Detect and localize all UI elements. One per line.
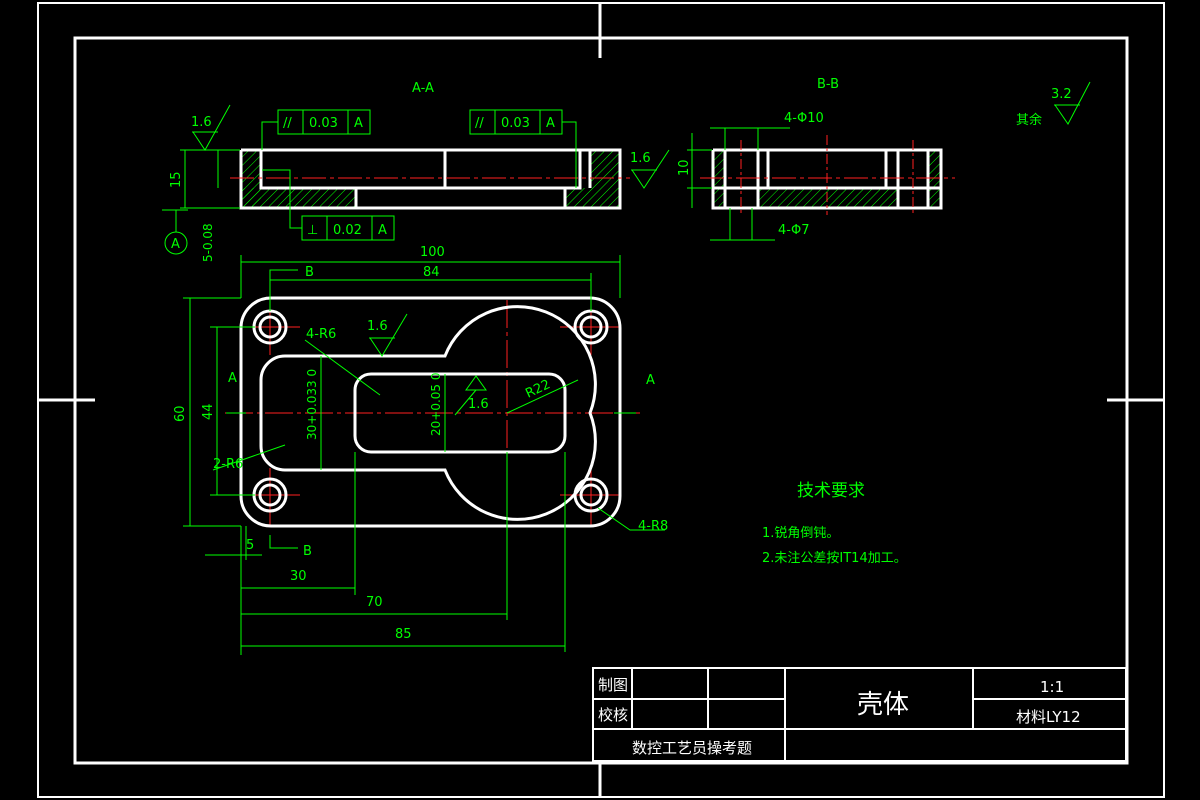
hatch-bb-mid [758, 188, 898, 208]
tb-drawn-label: 制图 [598, 676, 628, 694]
perp-leader [262, 169, 302, 229]
hole-br-outer [573, 477, 609, 513]
section-mark-b-top [269, 269, 298, 282]
leader-r22 [506, 379, 579, 414]
section-bb-label: B-B [817, 77, 839, 92]
dim-bb-height-text: 10 [677, 159, 692, 176]
leader-4r8 [597, 507, 665, 531]
plan-pocket-outline [259, 305, 597, 521]
perp-symbol: ⊥ [307, 223, 318, 238]
hatch-aa-right [590, 150, 620, 208]
dim-aa-height-text: 15 [169, 171, 184, 188]
section-view-bb: B-B 4-Φ10 4-Φ7 10 [677, 77, 955, 241]
tolerance-frame-parallel-left: // 0.03 A [261, 109, 371, 150]
tb-scale: 1:1 [1040, 678, 1064, 696]
dim-84-text: 84 [423, 265, 440, 280]
parallel-right-symbol: // [475, 116, 484, 131]
section-aa-pocket [259, 150, 582, 190]
title-block-frame [592, 667, 1127, 762]
section-mark-b-bottom-text: B [303, 544, 312, 559]
notes-line-2: 2.未注公差按IT14加工。 [762, 551, 907, 566]
datum-circle [164, 231, 188, 255]
hole-br-inner [579, 483, 603, 507]
plan-view: 100 84 60 44 30+0.033 0 20+0.05 0 4-R6 2… [173, 245, 668, 655]
notes-title: 技术要求 [797, 481, 865, 501]
roughness-general-value: 3.2 [1051, 87, 1072, 102]
technical-notes: 技术要求 1.锐角倒钝。 2.未注公差按IT14加工。 [762, 481, 907, 566]
roughness-aa-top-value: 1.6 [191, 115, 212, 130]
dim-r22-text: R22 [523, 377, 553, 401]
roughness-general-symbol [1054, 81, 1091, 125]
hatch-bb-left [713, 150, 725, 208]
parallel-right-leader [562, 121, 577, 188]
dim-30-text: 30 [290, 569, 307, 584]
roughness-general: 3.2 其余 [1016, 81, 1091, 128]
section-mark-a-left-text: A [228, 371, 237, 386]
dim-bb-bottom-text: 4-Φ7 [778, 223, 809, 238]
dim-bb-top-text: 4-Φ10 [784, 111, 824, 126]
roughness-general-label: 其余 [1016, 112, 1042, 128]
datum-label: A [171, 237, 180, 252]
hole-tr-inner [579, 315, 603, 339]
leader-4r6 [304, 339, 381, 396]
dim-60-text: 60 [173, 405, 188, 422]
sheet-frame [37, 2, 1165, 798]
tb-checked-label: 校核 [598, 706, 628, 724]
roughness-plan-top-value: 1.6 [367, 319, 388, 334]
parallel-right-value: 0.03 [501, 116, 530, 131]
perp-datum: A [378, 223, 387, 238]
perp-value: 0.02 [333, 223, 362, 238]
dim-85-text: 85 [395, 627, 412, 642]
section-view-aa: A-A 1.6 1.6 // 0.03 A [162, 81, 670, 262]
dim-70-text: 70 [366, 595, 383, 610]
dim-44-text: 44 [201, 403, 216, 420]
plan-slot-outline [353, 372, 567, 454]
parallel-left-symbol: // [283, 116, 292, 131]
hatch-bb-right [928, 150, 941, 208]
dim-30v-text: 30+0.033 0 [305, 369, 319, 440]
section-aa-outline [239, 148, 622, 210]
inner-border [73, 36, 1129, 765]
parallel-left-datum: A [354, 116, 363, 131]
tb-exam-title: 数控工艺员操考题 [632, 739, 752, 757]
roughness-aa-right-value: 1.6 [630, 151, 651, 166]
dim-20v-text: 20+0.05 0 [429, 373, 443, 437]
plan-outer-outline [239, 296, 622, 528]
section-mark-b-top-text: B [305, 265, 314, 280]
hatch-aa-bottom-right [565, 188, 590, 208]
roughness-plan-top-symbol [369, 313, 408, 357]
section-mark-a-right-text: A [646, 373, 655, 388]
dim-aa-depth-text: 5-0.08 [201, 223, 215, 262]
parallel-right-datum: A [546, 116, 555, 131]
leader-2r6 [212, 444, 286, 471]
dim-100-text: 100 [420, 245, 445, 260]
dim-4r6-text: 4-R6 [306, 327, 336, 342]
dim-2r6-text: 2-R6 [213, 457, 243, 472]
roughness-plan-center-value: 1.6 [468, 397, 489, 412]
title-block: 制图 校核 壳体 1:1 材料LY12 数控工艺员操考题 [592, 667, 1127, 762]
parallel-left-leader [261, 121, 278, 150]
roughness-symbol-aa-right [631, 149, 670, 189]
dim-5-text: 5 [246, 538, 254, 553]
parallel-left-value: 0.03 [309, 116, 338, 131]
notes-line-1: 1.锐角倒钝。 [762, 526, 839, 541]
dim-4r8-text: 4-R8 [638, 519, 668, 534]
section-mark-b-bottom [269, 535, 298, 549]
tolerance-frame-parallel-right: // 0.03 A [469, 109, 577, 188]
roughness-plan-center-leader [454, 389, 477, 416]
tb-part-name: 壳体 [857, 690, 909, 720]
roughness-plan-center-symbol [465, 375, 487, 391]
tolerance-frame-perpendicular: ⊥ 0.02 A [262, 169, 395, 241]
tb-material: 材料LY12 [1016, 708, 1081, 726]
hole-tl-inner [258, 315, 282, 339]
hatch-aa-bottom-left [241, 188, 356, 208]
section-aa-label: A-A [412, 81, 434, 96]
hole-bl-inner [258, 483, 282, 507]
